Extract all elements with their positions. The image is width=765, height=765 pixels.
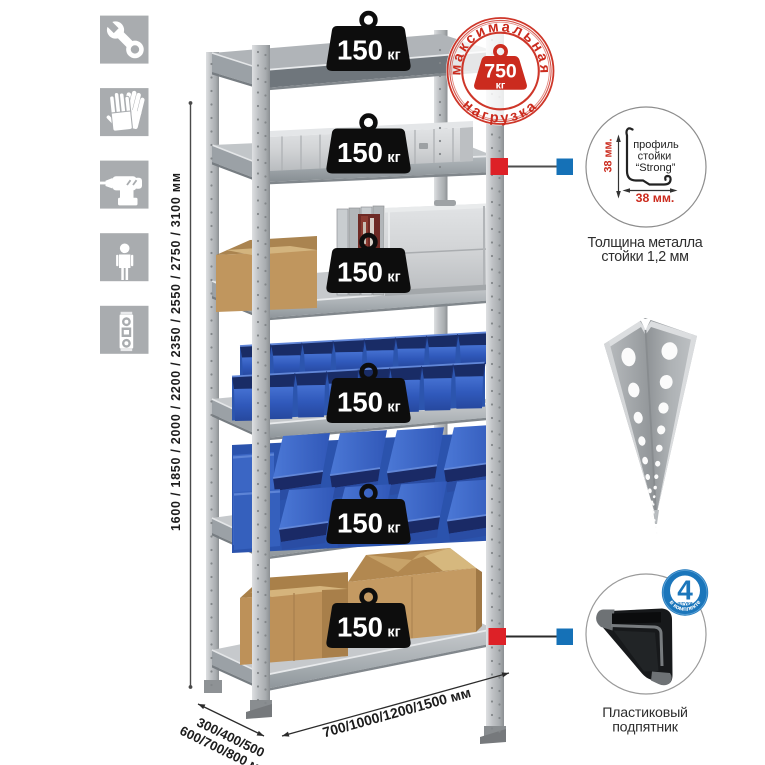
svg-text:“Strong”: “Strong” xyxy=(636,162,676,174)
svg-text:150: 150 xyxy=(337,612,383,643)
svg-text:1600 / 1850 / 2000 / 2200 / 23: 1600 / 1850 / 2000 / 2200 / 2350 / 2550 … xyxy=(169,173,183,531)
svg-text:кг: кг xyxy=(387,270,400,286)
svg-text:750: 750 xyxy=(484,61,517,83)
svg-text:кг: кг xyxy=(387,400,400,416)
svg-text:4: 4 xyxy=(677,575,693,606)
svg-text:38 мм.: 38 мм. xyxy=(603,139,615,173)
svg-text:стойки 1,2 мм: стойки 1,2 мм xyxy=(601,249,688,265)
svg-text:стойки: стойки xyxy=(638,151,672,163)
svg-text:профиль: профиль xyxy=(633,139,679,151)
svg-text:150: 150 xyxy=(337,508,383,539)
svg-text:150: 150 xyxy=(337,387,383,418)
svg-text:кг: кг xyxy=(387,521,400,537)
svg-text:кг: кг xyxy=(387,48,400,64)
svg-text:кг: кг xyxy=(387,625,400,641)
svg-text:штуки: штуки xyxy=(677,601,692,607)
svg-text:Толщина металла: Толщина металла xyxy=(588,235,703,251)
svg-text:кг: кг xyxy=(387,150,400,166)
svg-text:38 мм.: 38 мм. xyxy=(636,191,675,205)
svg-text:кг: кг xyxy=(496,80,506,92)
svg-text:150: 150 xyxy=(337,257,383,288)
svg-text:Пластиковый: Пластиковый xyxy=(602,705,688,721)
svg-text:150: 150 xyxy=(337,137,383,168)
svg-text:подпятник: подпятник xyxy=(612,720,679,736)
svg-text:150: 150 xyxy=(337,35,383,66)
